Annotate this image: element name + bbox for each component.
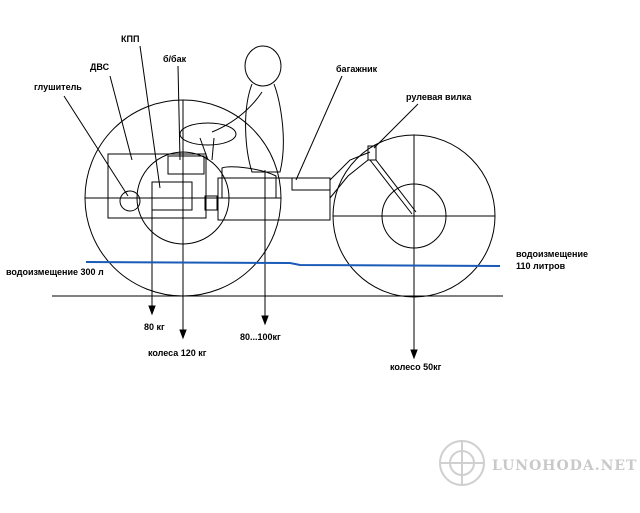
arrow-80kg-head bbox=[148, 305, 156, 316]
engine-box bbox=[107, 153, 207, 219]
fork-leg-left bbox=[369, 159, 413, 215]
watermark-text: LUNOHODA.NET bbox=[492, 458, 637, 474]
label-weight-rider: 80...100кг bbox=[240, 332, 281, 342]
arrow-front-wheel-head bbox=[410, 349, 418, 360]
label-tank: б/бак bbox=[163, 54, 187, 64]
arrow-rider-head bbox=[261, 315, 269, 326]
arrow-wheels-head bbox=[179, 329, 187, 340]
watermark-logo-icon bbox=[439, 440, 485, 486]
engine-part bbox=[204, 195, 218, 211]
label-displacement-rear: водоизмещение 300 л bbox=[6, 267, 104, 277]
label-trunk: багажник bbox=[336, 64, 378, 74]
leader-muffler bbox=[63, 95, 129, 197]
waterline bbox=[85, 261, 501, 267]
muffler-circle bbox=[119, 190, 141, 212]
rider-leg bbox=[221, 166, 277, 199]
leader-kpp bbox=[139, 45, 161, 189]
front-frame-lower bbox=[329, 159, 369, 199]
label-weight-wheels: колеса 120 кг bbox=[148, 348, 207, 358]
trunk-inner bbox=[291, 177, 331, 191]
label-weight-80: 80 кг bbox=[144, 322, 165, 332]
leader-dvs bbox=[109, 75, 133, 161]
steering-wheel bbox=[179, 122, 237, 146]
fuel-tank-box bbox=[167, 155, 205, 175]
fork-leg-right bbox=[375, 159, 417, 213]
leader-fork bbox=[373, 103, 419, 149]
label-kpp: КПП bbox=[121, 34, 139, 44]
steering-column-2 bbox=[211, 137, 215, 161]
front-frame bbox=[329, 151, 371, 181]
rider-head bbox=[244, 45, 282, 87]
steering-column bbox=[199, 137, 209, 161]
rider-arm bbox=[211, 91, 263, 133]
label-dvs: ДВС bbox=[90, 62, 110, 72]
label-displacement-front-2: 110 литров bbox=[516, 261, 566, 271]
watermark: LUNOHODA.NET bbox=[439, 440, 637, 486]
gearbox-box bbox=[151, 181, 193, 211]
label-muffler: глушитель bbox=[34, 82, 82, 92]
label-steering-fork: рулевая вилка bbox=[406, 92, 472, 102]
leader-trunk bbox=[295, 75, 343, 181]
label-weight-front-wheel: колесо 50кг bbox=[390, 362, 442, 372]
trunk-box bbox=[217, 177, 331, 221]
label-displacement-front-1: водоизмещение bbox=[516, 249, 588, 259]
leader-tank bbox=[177, 65, 181, 161]
